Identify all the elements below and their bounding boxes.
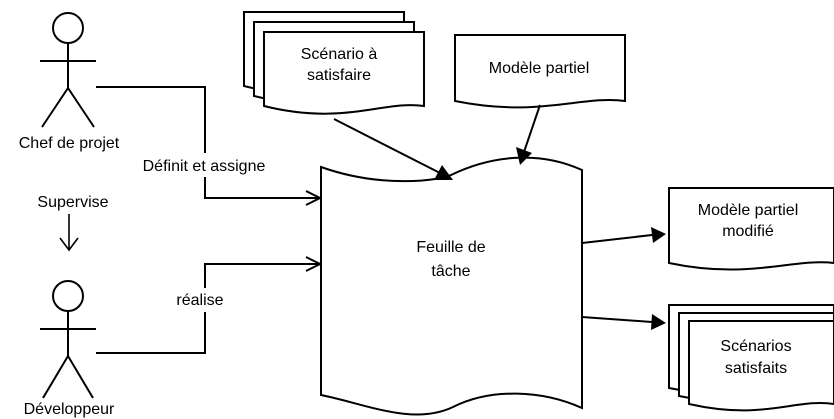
supervise-label: Supervise — [37, 194, 108, 211]
connector-definit — [96, 86, 323, 206]
modele-modifie-text-line-1: Modèle partiel — [698, 202, 799, 219]
arrow-modele-to-feuille — [516, 104, 541, 165]
doc-modele-partiel: Modèle partiel — [454, 34, 626, 109]
doc-feuille-de-tache: Feuille de tâche — [320, 156, 583, 416]
arrow-feuille-to-modele-modifie — [581, 227, 666, 244]
realise-label: réalise — [176, 292, 223, 309]
scenarios-satisfaits-text-line-2: satisfaits — [725, 360, 787, 377]
scenarios-satisfaits-text-line-1: Scénarios — [720, 338, 791, 355]
doc-stack-scenario: Scénario à satisfaire — [243, 11, 425, 115]
doc-modele-modifie: Modèle partiel modifié — [668, 187, 834, 271]
scenario-text-line-2: satisfaire — [307, 67, 371, 84]
stick-figure-icon — [40, 280, 96, 399]
arrow-scenario-to-feuille — [333, 118, 453, 180]
actor-developpeur: Développeur — [24, 280, 115, 418]
modele-modifie-text-line-2: modifié — [722, 223, 774, 240]
feuille-text-line-1: Feuille de — [416, 239, 485, 256]
doc-stack-scenarios-satisfaits: Scénarios satisfaits — [668, 304, 834, 412]
arrow-feuille-to-scenarios — [581, 314, 666, 330]
actor-chef-label: Chef de projet — [19, 135, 120, 152]
modele-partiel-label: Modèle partiel — [489, 60, 590, 77]
feuille-text-line-2: tâche — [431, 263, 470, 280]
scenario-text-line-1: Scénario à — [301, 46, 378, 63]
definit-label: Définit et assigne — [143, 158, 266, 175]
actor-dev-label: Développeur — [24, 401, 115, 418]
actor-chef-de-projet: Chef de projet — [19, 12, 120, 152]
supervise-arrow — [59, 214, 79, 252]
stick-figure-icon — [40, 12, 96, 128]
